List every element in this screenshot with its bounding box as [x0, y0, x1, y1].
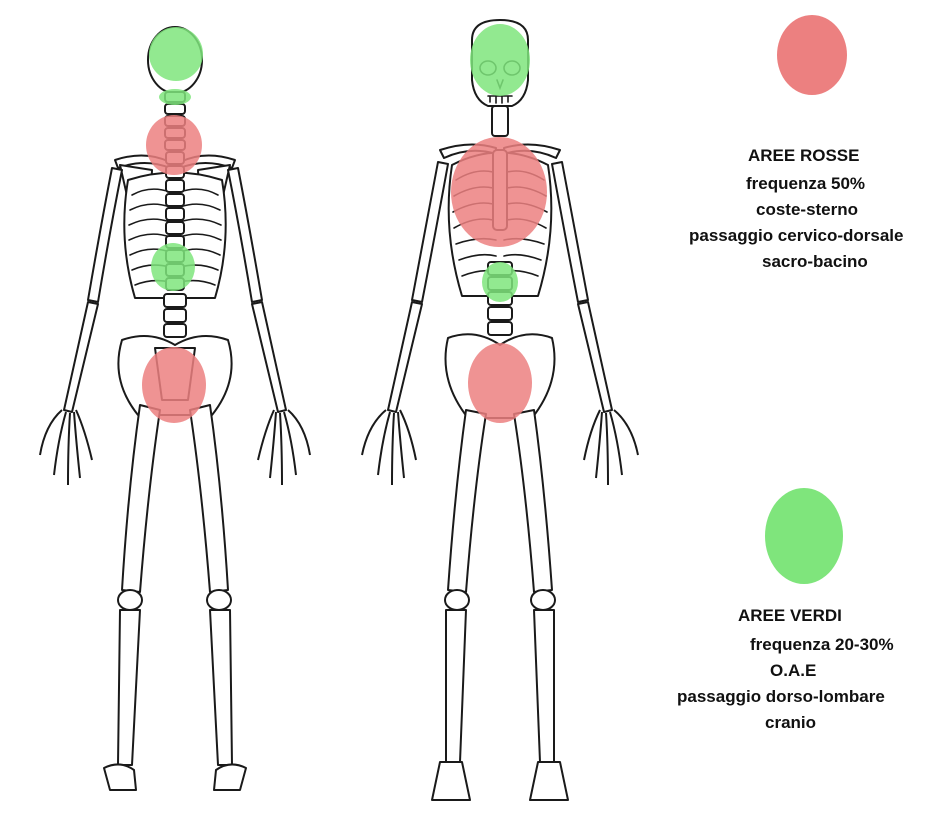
femur-anterior-right	[514, 410, 552, 592]
humerus-right	[228, 168, 262, 302]
red-legend-line1: coste-sterno	[756, 199, 858, 220]
green-legend-line1: O.A.E	[770, 660, 816, 681]
tibia-left	[118, 610, 140, 765]
dorso-lombare-green-area-anterior	[482, 262, 518, 302]
red-legend-line3: sacro-bacino	[762, 251, 868, 272]
hand-anterior-right	[584, 410, 638, 485]
green-legend-line2: passaggio dorso-lombare	[677, 686, 885, 707]
red-legend-frequency: frequenza 50%	[746, 173, 865, 194]
hand-right	[258, 410, 310, 485]
foot-anterior-right	[530, 762, 568, 800]
tibia-anterior-left	[446, 610, 466, 762]
sacro-bacino-red-area	[142, 347, 206, 423]
foot-left	[104, 764, 136, 790]
green-legend-line3: cranio	[765, 712, 816, 733]
cranio-green-area-anterior	[470, 24, 530, 96]
forearm-anterior-left	[388, 302, 422, 412]
dorso-lombare-green-area	[151, 243, 195, 291]
forearm-left	[64, 302, 98, 412]
patella-left	[445, 590, 469, 610]
sacro-bacino-red-area-anterior	[468, 343, 532, 423]
green-legend-frequency: frequenza 20-30%	[750, 634, 894, 655]
cranio-green-area	[149, 27, 203, 81]
humerus-anterior-left	[412, 162, 448, 302]
femur-anterior-left	[448, 410, 486, 592]
hand-left	[40, 410, 92, 485]
humerus-left	[88, 168, 122, 302]
green-legend-title: AREE VERDI	[738, 605, 842, 626]
tibia-right	[210, 610, 232, 765]
red-legend-dot	[777, 15, 847, 95]
oae-green-area	[159, 89, 191, 105]
foot-right	[214, 764, 246, 790]
red-legend-title: AREE ROSSE	[748, 145, 859, 166]
cervical-spine-anterior	[492, 106, 508, 136]
knee-right	[207, 590, 231, 610]
femur-left	[122, 405, 160, 592]
humerus-anterior-right	[552, 162, 588, 302]
cervico-dorsale-red-area	[146, 115, 202, 175]
forearm-anterior-right	[578, 302, 612, 412]
coste-sterno-red-area	[451, 137, 547, 247]
knee-left	[118, 590, 142, 610]
foot-anterior-left	[432, 762, 470, 800]
tibia-anterior-right	[534, 610, 554, 762]
red-legend-line2: passaggio cervico-dorsale	[689, 225, 903, 246]
patella-right	[531, 590, 555, 610]
green-legend-dot	[765, 488, 843, 584]
forearm-right	[252, 302, 286, 412]
hand-anterior-left	[362, 410, 416, 485]
femur-right	[190, 405, 228, 592]
